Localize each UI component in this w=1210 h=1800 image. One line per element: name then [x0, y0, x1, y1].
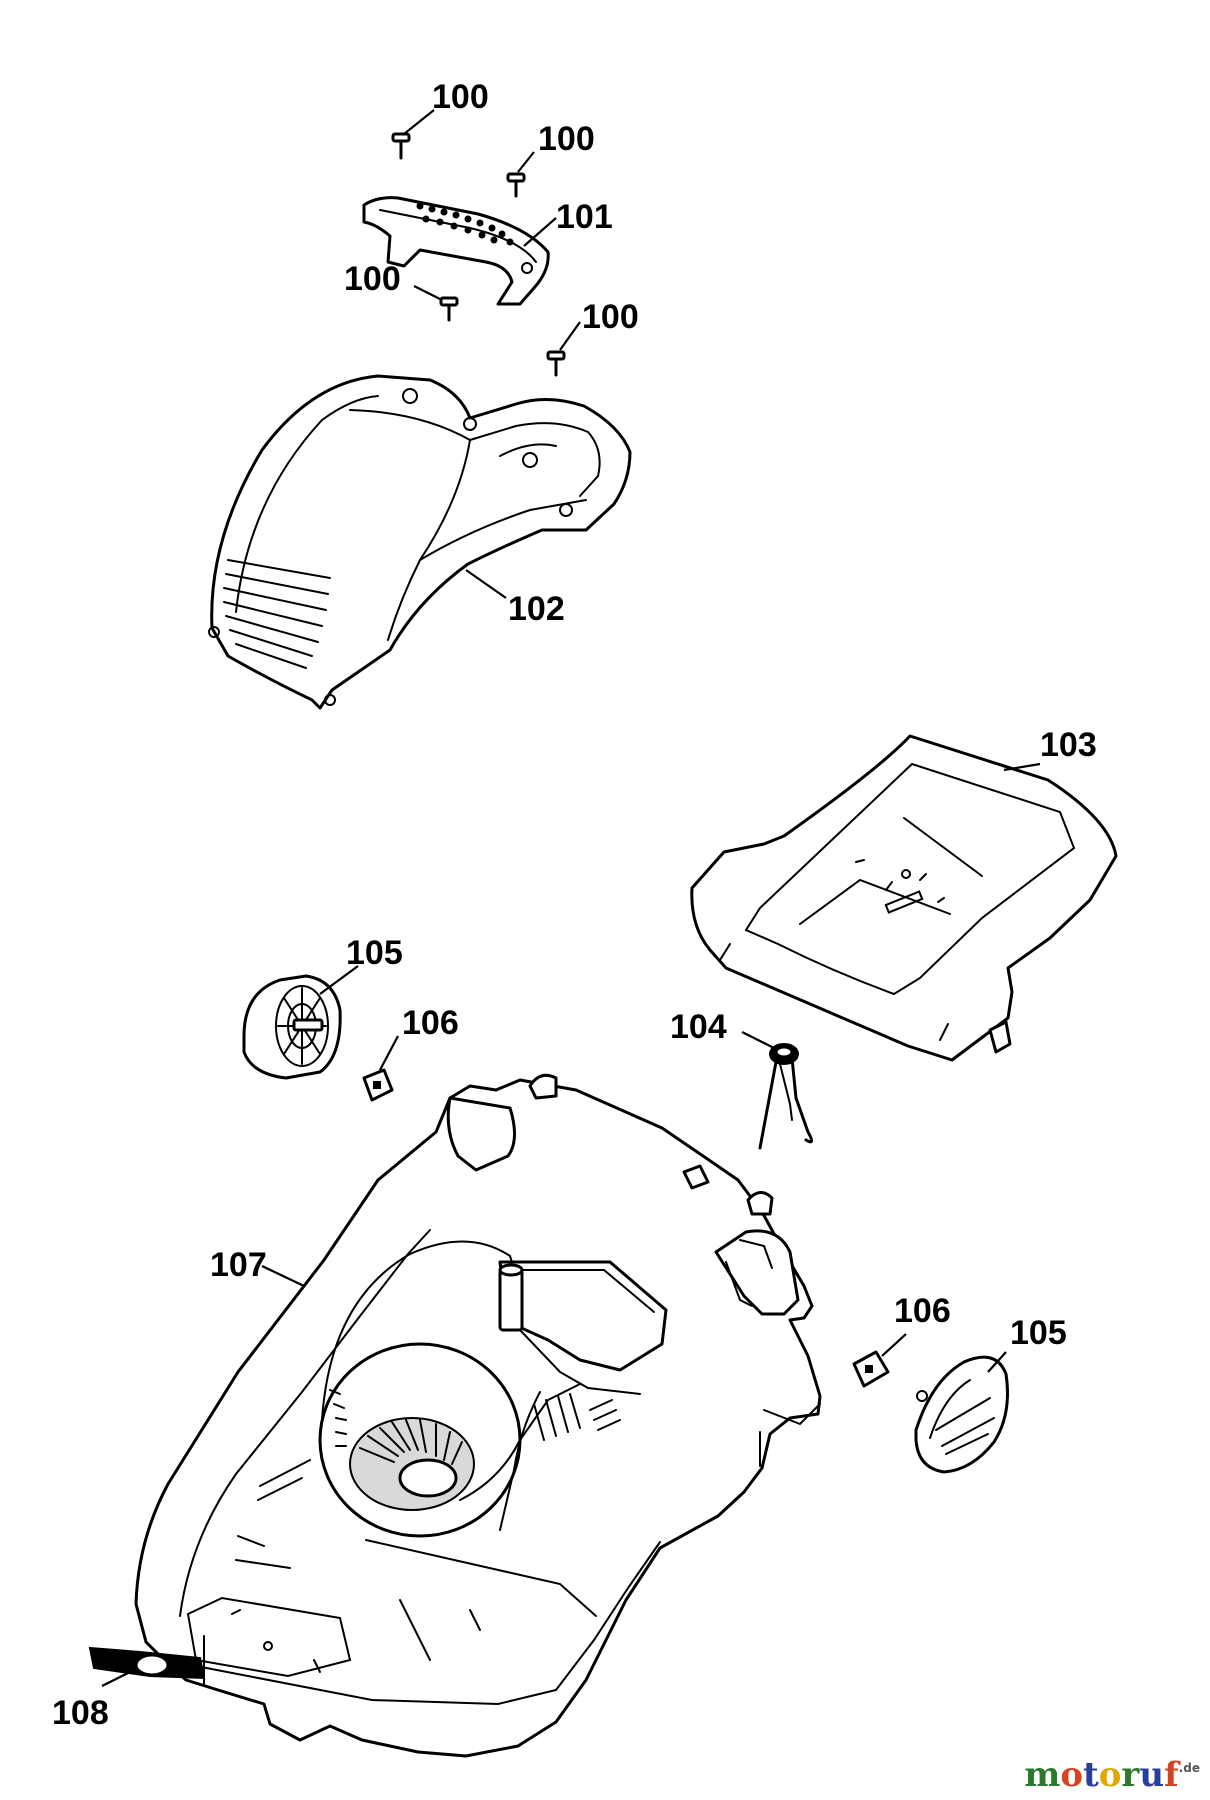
watermark-letter: m: [1024, 1755, 1060, 1795]
callout-100-top: 100: [432, 78, 489, 116]
torsion-spring-104[interactable]: [758, 1043, 813, 1150]
callout-100-left: 100: [344, 260, 401, 298]
wheel-cap-105-left[interactable]: [242, 974, 342, 1080]
svg-text:motoruf.de: motoruf.de: [1024, 1755, 1200, 1795]
square-nut-106-left[interactable]: [362, 1068, 394, 1102]
watermark-letter: o: [1060, 1755, 1083, 1795]
callout-104: 104: [670, 1008, 727, 1046]
callout-101: 101: [556, 198, 613, 236]
watermark-suffix: .de: [1179, 1761, 1200, 1775]
motor-cover-102[interactable]: [208, 374, 632, 710]
screw-100-right[interactable]: [506, 172, 526, 198]
watermark-letter: r: [1121, 1755, 1140, 1795]
watermark-letter: o: [1099, 1755, 1122, 1795]
screw-100-top[interactable]: [391, 132, 411, 160]
callout-100-lower-right: 100: [582, 298, 639, 336]
mower-deck-107[interactable]: [134, 1073, 822, 1758]
square-nut-106-right[interactable]: [852, 1350, 890, 1388]
watermark-letter: u: [1139, 1755, 1164, 1795]
watermark-letter: t: [1083, 1755, 1099, 1795]
callout-102: 102: [508, 590, 565, 628]
fan-blades: [359, 1419, 463, 1465]
leader-lines: [101, 109, 1041, 1687]
watermark-letter: f: [1164, 1755, 1181, 1795]
callout-108: 108: [52, 1694, 109, 1732]
flap-cover-103[interactable]: [690, 734, 1118, 1062]
handle-101[interactable]: [362, 196, 550, 306]
deck-ribs-right: [533, 1393, 581, 1441]
cover-air-vents: [223, 559, 331, 669]
screw-100-left[interactable]: [439, 296, 459, 322]
callout-105-right: 105: [1010, 1314, 1067, 1352]
screw-100-lower-right[interactable]: [546, 350, 566, 377]
callout-106-right: 106: [894, 1292, 951, 1330]
callout-105-left: 105: [346, 934, 403, 972]
watermark-logo: motoruf.de: [1024, 1755, 1200, 1795]
callout-labels: 100 100 101 100 100 102 103 105 106 104 …: [52, 78, 1097, 1732]
callout-100-right: 100: [538, 120, 595, 158]
callout-106-left: 106: [402, 1004, 459, 1042]
wheel-cap-105-right[interactable]: [914, 1355, 1009, 1474]
brand-badge-108[interactable]: [88, 1646, 206, 1680]
handle-vent-holes: [416, 202, 514, 246]
callout-103: 103: [1040, 726, 1097, 764]
callout-107: 107: [210, 1246, 267, 1284]
